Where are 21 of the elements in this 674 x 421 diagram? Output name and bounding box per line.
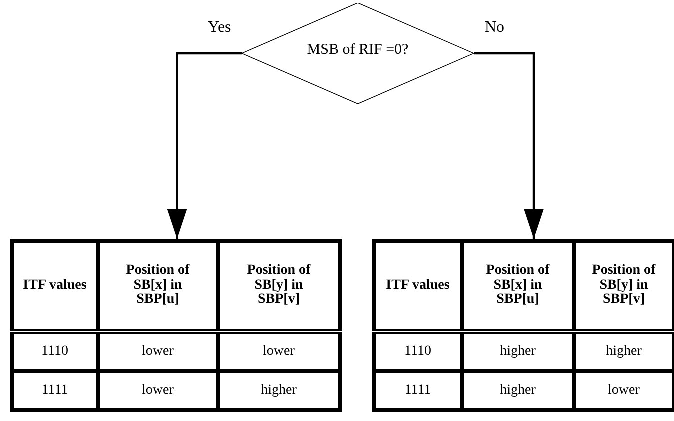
table-cell: lower [98, 371, 218, 410]
table-cell: higher [218, 371, 340, 410]
column-header: Position of SB[y] in SBP[v] [218, 241, 340, 332]
table-cell: 1111 [374, 371, 462, 410]
column-header: ITF values [12, 241, 98, 332]
column-header: Position of SB[y] in SBP[v] [574, 241, 674, 332]
table-cell: 1110 [12, 332, 98, 372]
column-header: Position of SB[x] in SBP[u] [98, 241, 218, 332]
decision-text: MSB of RIF =0? [306, 42, 410, 58]
table-cell: higher [462, 332, 574, 372]
arrow [474, 52, 544, 239]
table-cell: lower [98, 332, 218, 372]
column-header: ITF values [374, 241, 462, 332]
table-cell: 1111 [12, 371, 98, 410]
table-cell: higher [462, 371, 574, 410]
table-cell: lower [218, 332, 340, 372]
arrow [167, 52, 242, 239]
table-cell: higher [574, 332, 674, 372]
table-cell: lower [574, 371, 674, 410]
table-cell: 1110 [374, 332, 462, 372]
column-header: Position of SB[x] in SBP[u] [462, 241, 574, 332]
